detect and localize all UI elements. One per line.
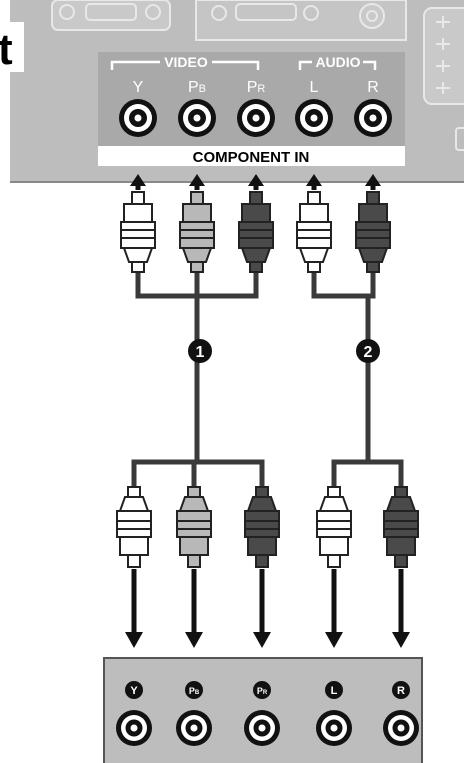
tv-scart-port (423, 7, 464, 105)
cable-number-2: 2 (364, 344, 373, 361)
component-in-panel: COMPONENT IN VIDEO AUDIO Y PB PR L R (98, 52, 405, 166)
tv-jack-2 (237, 99, 275, 137)
cable-badge-2: 2 (356, 339, 380, 363)
tv-side-plug-3 (296, 191, 332, 273)
device-jack-badge-1: PB (185, 681, 203, 699)
tv-jack-sublabel-1: B (199, 83, 206, 95)
device-side-plug-4 (383, 486, 419, 568)
audio-group-label: AUDIO (315, 54, 360, 70)
tv-dsub-port-left (51, 0, 171, 31)
tv-side-plug-0 (120, 191, 156, 273)
tv-side-plug-1 (179, 191, 215, 273)
connection-arrows (125, 174, 410, 648)
device-side-plug-3 (316, 486, 352, 568)
device-jack-1 (176, 710, 212, 746)
tv-jack-label-0: Y (133, 79, 144, 96)
cable-2-bottom-junction (331, 459, 404, 490)
device-jack-2 (244, 710, 280, 746)
arrow-up-4 (365, 174, 381, 190)
arrow-down-1 (185, 569, 203, 648)
tv-jack-1 (178, 99, 216, 137)
device-jack-label-4: R (397, 685, 405, 697)
tv-jack-sublabel-2: R (257, 83, 265, 95)
cable-2-top-junction (311, 270, 376, 299)
tv-jack-3 (295, 99, 333, 137)
device-jack-badge-3: L (325, 681, 343, 699)
tv-jack-label-2: PR (247, 79, 266, 96)
tv-jack-label-3: L (310, 79, 319, 96)
device-jack-badge-4: R (392, 681, 410, 699)
arrow-down-4 (392, 569, 410, 648)
cable-harness (131, 270, 404, 490)
heading-fragment: t (0, 25, 13, 74)
tv-side-plug-4 (355, 191, 391, 273)
tv-audio-jack-top (359, 3, 385, 29)
video-group-label: VIDEO (164, 54, 208, 70)
external-device-panel: Y PB PR L R (103, 657, 423, 763)
device-side-plug-0 (116, 486, 152, 568)
cable-1-bottom-junction (131, 459, 265, 490)
tv-side-plug-2 (238, 191, 274, 273)
device-jack-label-2: PR (257, 686, 268, 696)
device-jack-label-3: L (331, 685, 338, 697)
tv-jack-0 (119, 99, 157, 137)
arrow-down-3 (325, 569, 343, 648)
tv-jack-label-4: R (367, 79, 379, 96)
device-side-plug-1 (176, 486, 212, 568)
device-jack-sublabel-1: B (195, 690, 200, 696)
arrow-up-2 (248, 174, 264, 190)
arrow-down-0 (125, 569, 143, 648)
device-side-plug-2 (244, 486, 280, 568)
device-jack-3 (316, 710, 352, 746)
device-jack-badge-0: Y (125, 681, 143, 699)
device-jack-badge-2: PR (253, 681, 271, 699)
arrow-up-3 (306, 174, 322, 190)
cable-number-1: 1 (196, 344, 205, 361)
rca-plugs (116, 191, 419, 568)
device-jack-sublabel-2: R (263, 690, 268, 696)
device-jack-label-0: Y (130, 685, 138, 697)
tv-jack-label-1: PB (188, 79, 206, 96)
arrow-up-0 (130, 174, 146, 190)
device-jack-label-1: PB (189, 686, 200, 696)
tv-jack-4 (354, 99, 392, 137)
arrow-up-1 (189, 174, 205, 190)
device-jack-4 (383, 710, 419, 746)
arrow-down-2 (253, 569, 271, 648)
component-in-label: COMPONENT IN (193, 149, 310, 166)
cable-badge-1: 1 (188, 339, 212, 363)
device-jack-0 (116, 710, 152, 746)
